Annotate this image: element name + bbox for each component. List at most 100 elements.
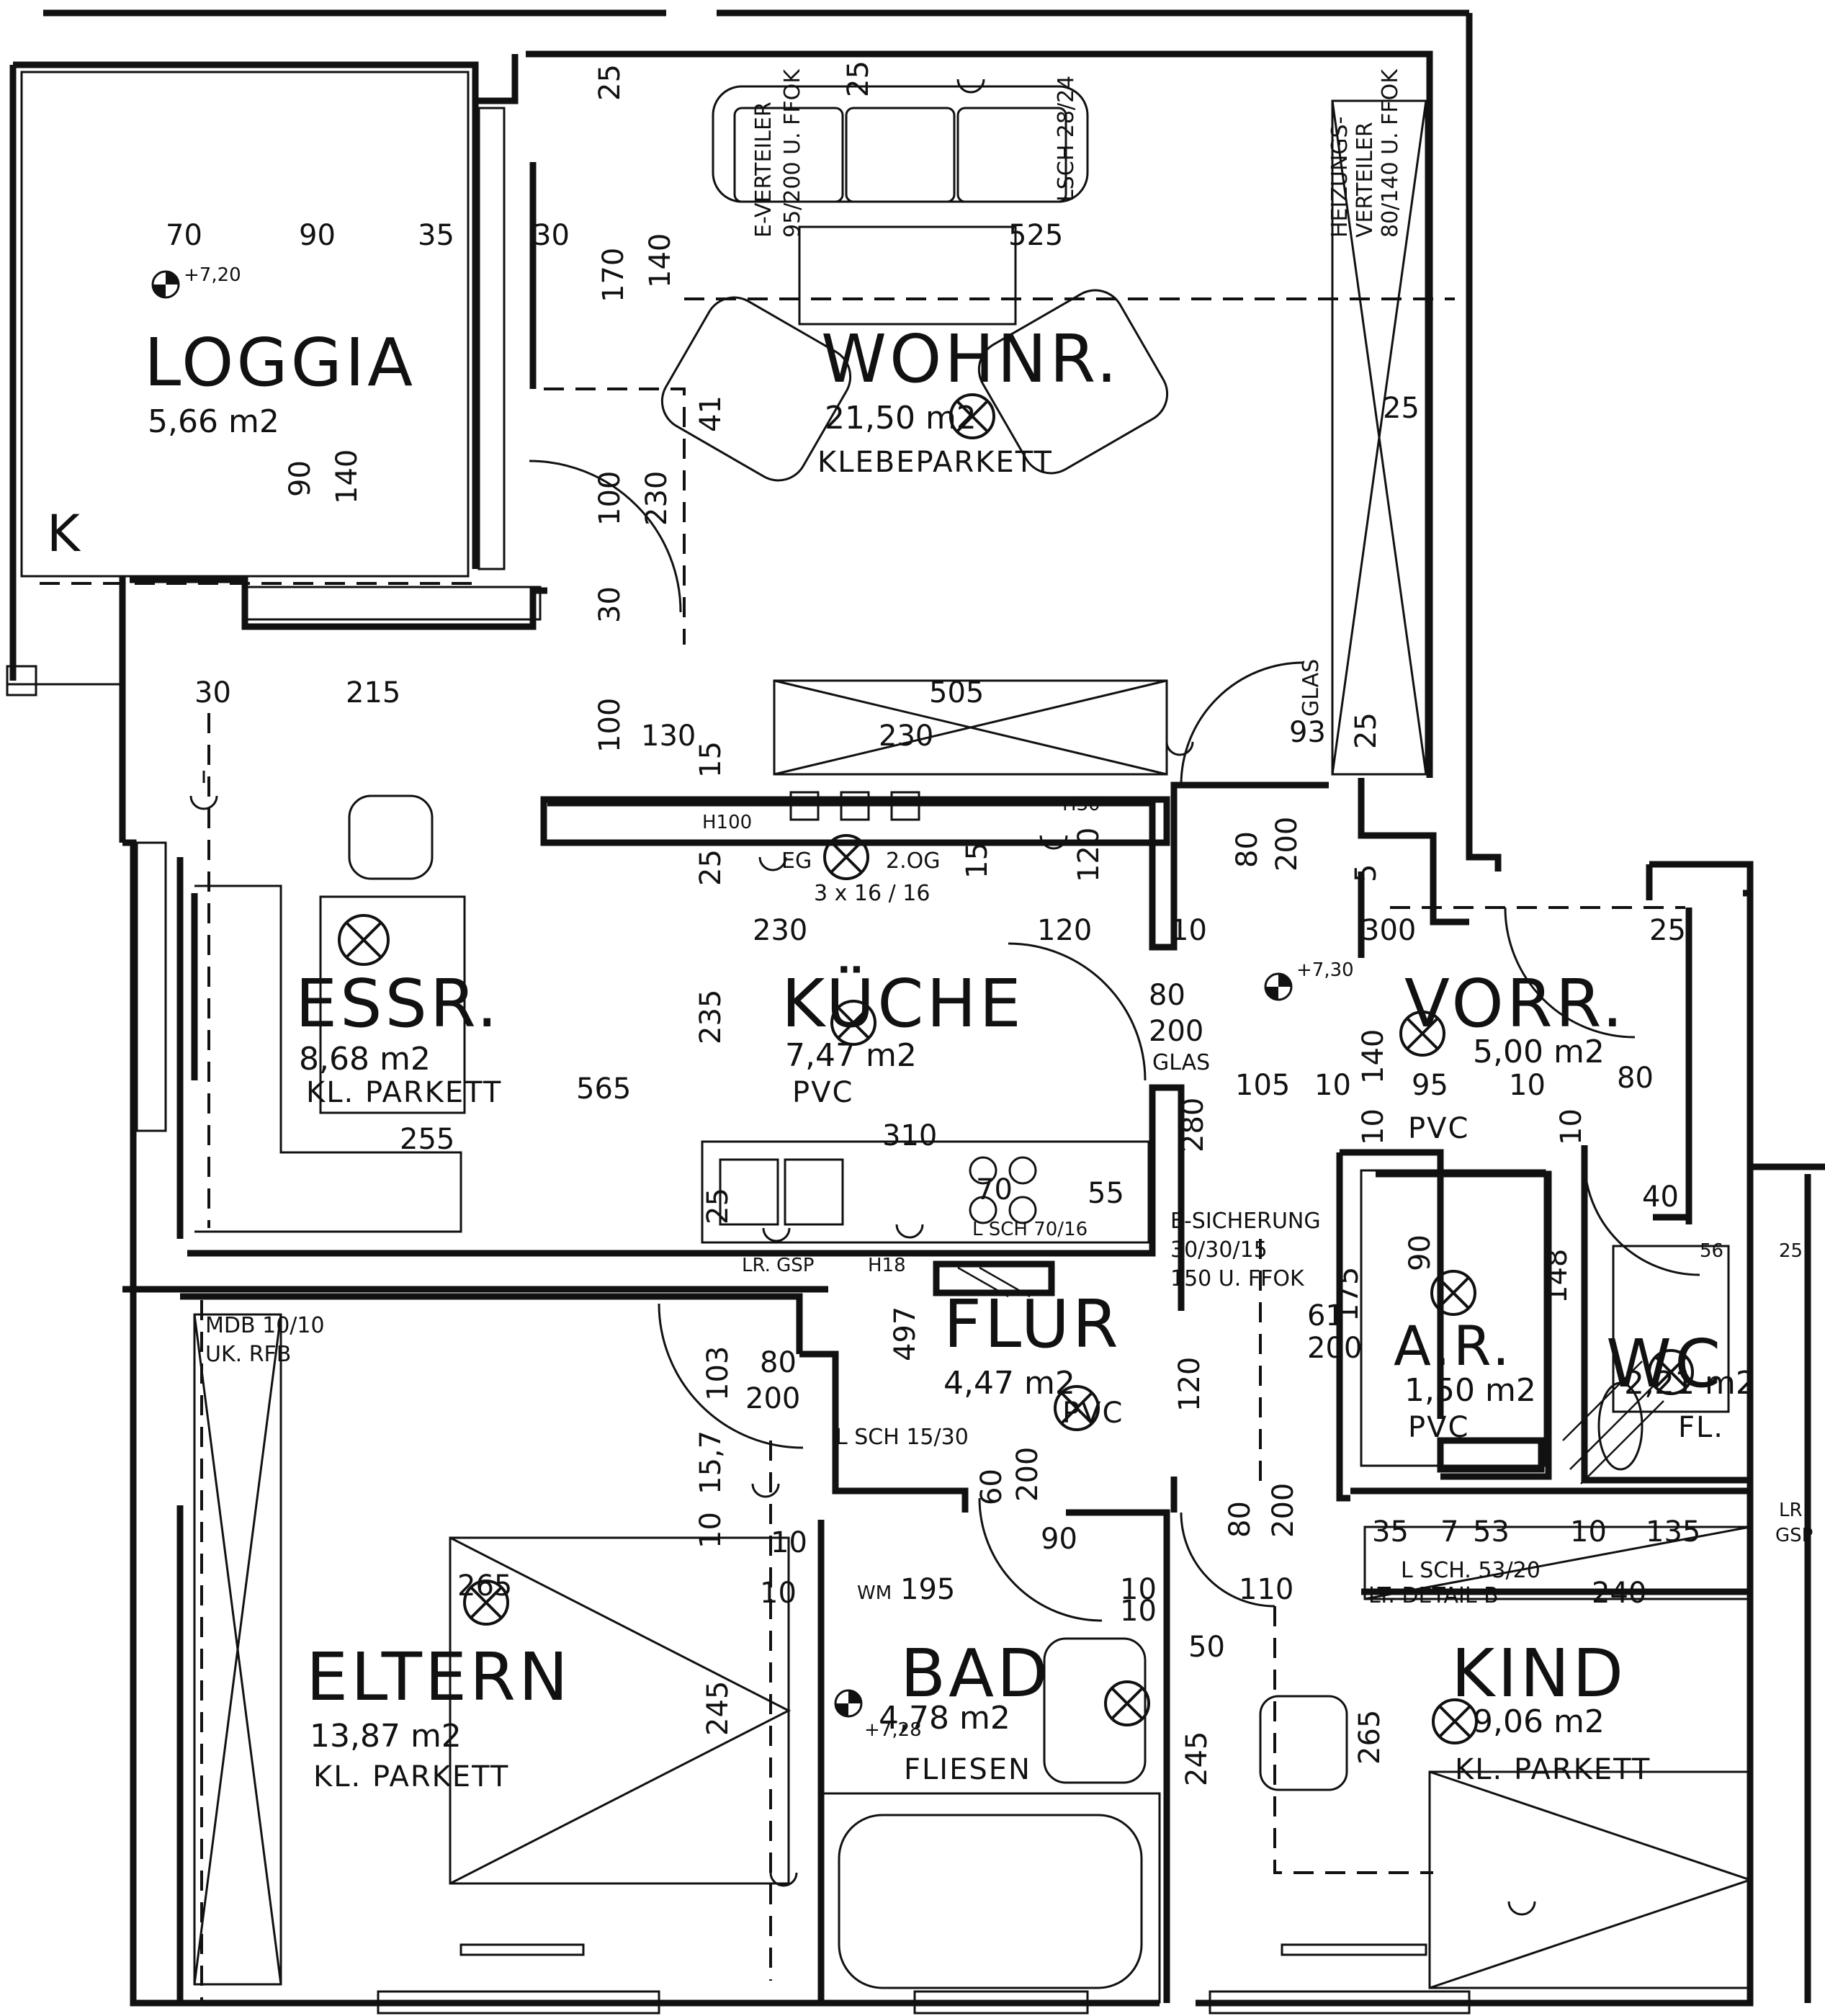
note-e-verteiler-size: 95/200 U. FFOK [780,68,805,238]
note-e-sicherung: E-SICHERUNG [1170,1209,1321,1234]
dim-label: 103 [701,1346,735,1401]
room-floor-ar: PVC [1408,1411,1469,1444]
dim-label: 10 [1570,1515,1607,1549]
dim-label: 53 [1473,1515,1510,1549]
note-heizungs: HEIZUNGS- [1327,117,1353,238]
dim-label: 90 [284,460,317,497]
outlet-icon [762,1227,791,1242]
dim-label: 30 [533,219,570,252]
dim-label: 200 [1149,1015,1203,1048]
note-heizungs-size: 80/140 U. FFOK [1378,68,1403,238]
heating-distributor [1331,99,1427,776]
interior-walls [176,778,1811,2003]
note-herd: 3 x 16 / 16 [814,881,930,906]
note-h18: H18 [868,1255,906,1276]
dim-label: 7 [1440,1515,1458,1549]
dim-label: 15 [694,741,727,778]
dim-label: 5 [1350,864,1383,882]
exterior-walls [9,9,1825,2007]
annotations: E-VERTEILER 95/200 U. FFOK LSCH 28/24 HE… [47,68,1813,1741]
room-area-bad: 4,78 m2 [879,1700,1010,1737]
dim-label: 215 [346,676,400,709]
dim-label: 50 [1188,1631,1225,1664]
dim-label: 230 [640,471,673,526]
note-h30: H30 [1062,794,1100,815]
note-eg: EG [781,848,812,874]
room-floor-vorr: PVC [1408,1112,1469,1145]
dim-label: 15,7 [694,1430,727,1495]
dim-label: 70 [166,219,202,252]
level-markers [151,270,1293,1718]
level-marker-icon [151,270,180,299]
note-glas-1: GLAS [1299,659,1324,717]
note-heizungs-2: VERTEILER [1353,122,1378,238]
dim-label: 497 [889,1307,922,1361]
dim-label: 90 [299,219,336,252]
room-area-kind: 9,06 m2 [1473,1703,1605,1740]
dim-label: 10 [771,1526,807,1559]
room-name-essr: ESSR. [295,965,501,1042]
dining-table [194,794,466,1233]
note-lsch-kind: L SCH. 53/20 [1401,1558,1541,1583]
dim-label: 100 [593,471,627,526]
dim-label: 41 [694,395,727,432]
dim-label: 35 [418,219,454,252]
note-wm: WM [857,1582,892,1604]
dim-label: 55 [1088,1177,1124,1210]
dim-label: 10 [1357,1108,1390,1145]
note-h100: H100 [702,812,752,833]
dim-label: 310 [882,1119,937,1152]
dim-label: 30 [593,586,627,623]
dim-label: 10 [760,1577,797,1610]
dim-label: 10 [1120,1595,1157,1628]
dim-label: 40 [1642,1181,1679,1214]
outlet-icon [189,771,218,810]
dim-label: 240 [1592,1577,1646,1610]
note-lsch-flur: L SCH 15/30 [835,1425,969,1450]
dim-label: 565 [576,1072,631,1106]
room-floor-essr: KL. PARKETT [306,1076,502,1109]
dim-label: 80 [1231,831,1264,868]
dim-label: 195 [900,1573,955,1606]
note-og: 2.OG [886,848,940,874]
room-floor-kind: KL. PARKETT [1455,1753,1651,1786]
note-level-bad: +7,28 [864,1719,922,1741]
dim-label: 90 [1404,1235,1437,1271]
outlet-icon [1039,835,1068,850]
note-e-verteiler: E-VERTEILER [751,102,776,238]
dim-label: 10 [1120,1573,1157,1606]
dim-label: 140 [644,233,677,288]
dim-label: 15 [961,842,994,879]
note-k: K [47,504,83,563]
lamp-icon [823,834,869,880]
door-swings [529,460,1700,1622]
note-gsp: GSP [1775,1525,1813,1546]
room-floor-wohnr: KLEBEPARKETT [817,446,1053,479]
dim-label: 70 [976,1173,1013,1206]
dim-label: 140 [1357,1029,1390,1084]
wardrobes [193,1313,1754,1989]
dim-label: 135 [1646,1515,1700,1549]
kitchen-counter-lower [701,1140,1150,1244]
dim-label: 10 [694,1512,727,1549]
note-level-loggia: +7,20 [184,264,241,286]
lamp-icon [1399,1011,1445,1057]
outlet-icon [895,1224,924,1239]
dim-label: 60 [975,1469,1008,1505]
dim-label: 25 [1350,712,1383,749]
lamp-icon [1432,1698,1478,1744]
dim-label: 280 [1177,1098,1210,1152]
dim-label: 93 [1289,716,1326,749]
dim-label: 230 [879,720,933,753]
room-area-wc: 2,21 m2 [1624,1365,1756,1402]
room-name-loggia: LOGGIA [144,324,416,401]
room-name-kueche: KÜCHE [781,965,1024,1042]
note-e-sicherung-height: 150 U. FFOK [1170,1266,1305,1291]
outlet-symbols [189,79,1536,1916]
dim-label: 10 [1509,1069,1546,1102]
lamp-icon [1430,1270,1476,1316]
dim-label: 25 [694,849,727,886]
lamp-icon [338,914,390,966]
note-lt-detail: LT. DETAIL B [1368,1583,1499,1608]
sofa [660,85,1169,482]
